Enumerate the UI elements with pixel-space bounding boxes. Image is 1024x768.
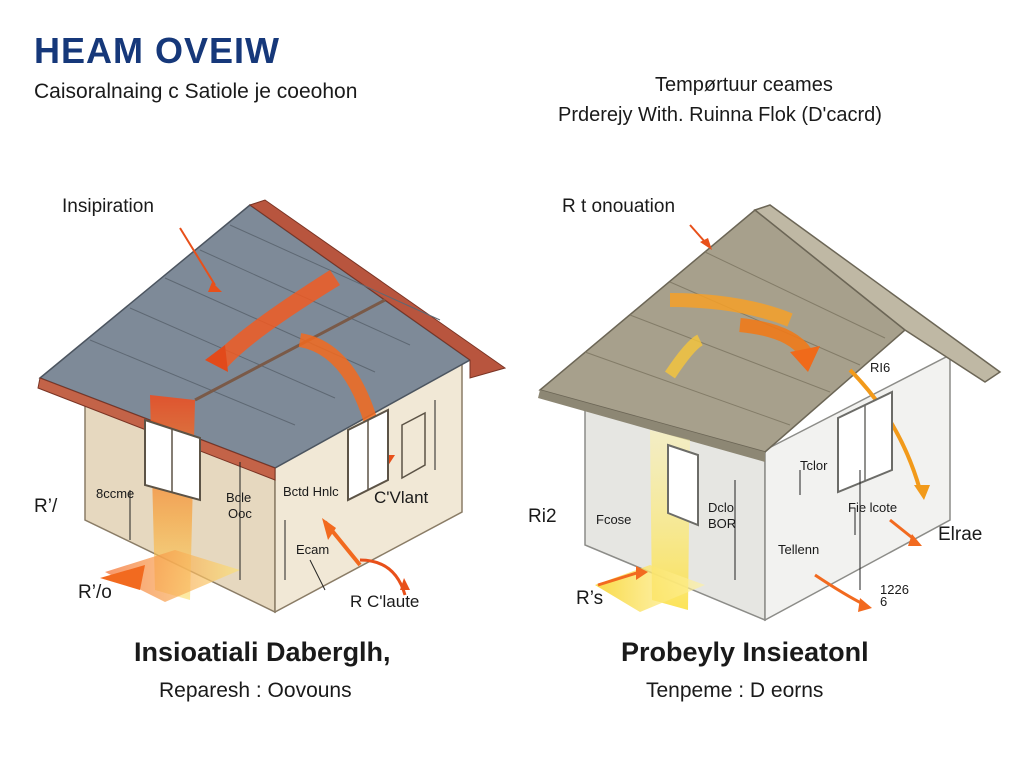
left-wall-label-2: Bcle (226, 490, 252, 505)
left-window-label: C'Vlant (374, 488, 429, 507)
right-callout-onouation: R t onouation (562, 196, 676, 217)
right-wall-label-2: Dclo (708, 500, 735, 515)
right-wall-label-3: BOR (708, 516, 737, 531)
left-wall-label-4: Bctd Hnlc (283, 484, 339, 499)
left-label-r-right: R C'laute (350, 592, 420, 611)
right-label-top-right: RI6 (870, 360, 891, 375)
left-subcaption: Reparesh : Oovouns (159, 679, 352, 702)
right-wall-label-6: Tellenn (778, 542, 820, 557)
right-label-r-bottom: R’s (576, 588, 604, 609)
left-callout-insipiration: Insipiration (62, 196, 154, 217)
left-wall-label-1: 8ccme (96, 486, 135, 501)
right-wall-label-1: Fcose (596, 512, 632, 527)
right-measure-label: 1226 6 (880, 582, 909, 609)
right-subcaption: Tenpeme : D eorns (646, 679, 824, 702)
left-wall-label-3: Ooc (228, 506, 252, 521)
left-label-r-left: R’/ (34, 496, 58, 517)
right-label-elrae: Elrae (938, 524, 983, 545)
right-house-roof-side (753, 204, 1002, 383)
page-subtitle: Caisoralnaing c Satiole je coeohon (34, 80, 358, 103)
right-label-r-left: Ri2 (528, 506, 557, 527)
left-label-r-bottom: R’/o (78, 582, 112, 603)
right-house-side-wall (764, 353, 951, 622)
left-caption: Insioatiali Daberglh, (134, 637, 391, 667)
header-right-line-2: Prderejy With. Ruinna Flok (D'cacrd) (558, 104, 882, 126)
right-caption: Probeyly Insieatonl (621, 637, 869, 667)
right-wall-label-4: Tclor (800, 458, 828, 473)
right-house-window-front (667, 443, 699, 527)
right-wall-label-5: Fie lcote (848, 500, 898, 515)
header-right-line-1: Tempørtuur ceames (655, 74, 833, 96)
left-wall-label-5: Ecam (296, 542, 330, 557)
left-house-roof-ridge (248, 199, 507, 379)
page-title: HEAM OVEIW (34, 30, 281, 71)
